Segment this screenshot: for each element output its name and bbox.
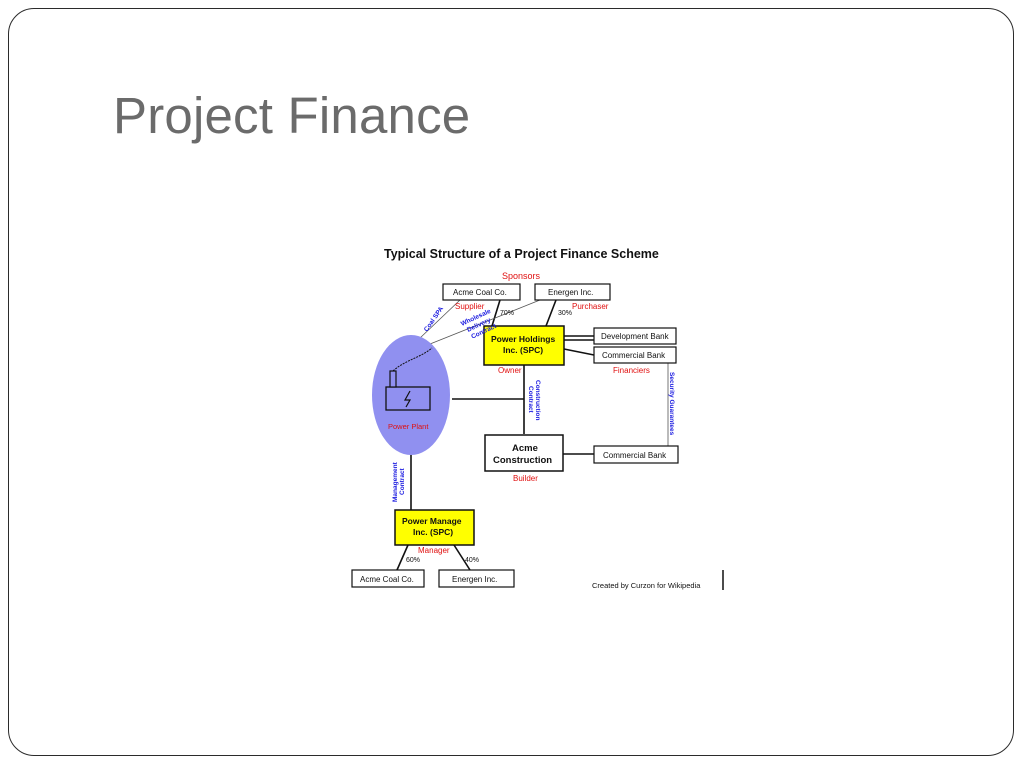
acme-construction-line2: Construction <box>493 455 552 466</box>
energen-top-box <box>534 283 611 301</box>
project-finance-diagram: Typical Structure of a Project Finance S… <box>350 240 730 592</box>
commercial-bank-top-label: Commercial Bank <box>602 351 666 360</box>
wholesale-line <box>419 299 541 349</box>
acme-to-holdings-line <box>491 299 501 327</box>
manage-to-acme-line <box>396 544 409 571</box>
owner-label: Owner <box>498 366 522 375</box>
acme-coal-bottom-box <box>351 569 425 588</box>
energen-bottom-share: 40% <box>465 557 479 564</box>
security-guarantees-label: Security Guarantees <box>668 372 675 436</box>
development-bank-label: Development Bank <box>601 332 670 341</box>
construction-line2: Contract <box>527 386 534 414</box>
diagram-svg: Typical Structure of a Project Finance S… <box>351 247 724 590</box>
construction-contract-label: Construction Contract <box>527 380 541 420</box>
credit-text: Created by Curzon for Wikipedia <box>592 581 701 590</box>
power-manage-box <box>394 509 475 546</box>
management-line1: Management <box>392 461 399 502</box>
development-bank-box <box>593 327 677 345</box>
acme-construction-line1: Acme <box>512 443 538 454</box>
manage-to-energen-line <box>453 544 471 571</box>
commercial-bank-bottom-box <box>593 445 679 464</box>
factory-icon <box>385 347 433 411</box>
acme-top-share: 70% <box>500 310 514 317</box>
management-contract-label: Management Contract <box>392 461 406 502</box>
power-holdings-line2: Inc. (SPC) <box>503 345 543 355</box>
energen-to-holdings-line <box>545 299 557 327</box>
builder-label: Builder <box>513 474 538 483</box>
supplier-label: Supplier <box>455 302 485 311</box>
coal-spa-line <box>419 299 461 339</box>
power-manage-line1: Power Manage <box>402 516 462 526</box>
holdings-comm-bank-line <box>563 348 595 356</box>
acme-bottom-share: 60% <box>406 557 420 564</box>
energen-bottom-box <box>438 569 515 588</box>
financiers-label: Financiers <box>613 366 650 375</box>
slide-title: Project Finance <box>113 87 471 144</box>
acme-coal-top-box <box>442 283 521 301</box>
energen-top-share: 30% <box>558 310 572 317</box>
purchaser-label: Purchaser <box>572 302 609 311</box>
management-line2: Contract <box>399 467 406 495</box>
commercial-bank-bottom-label: Commercial Bank <box>603 451 667 460</box>
construction-line1: Construction <box>534 380 541 420</box>
acme-coal-top-label: Acme Coal Co. <box>453 288 507 297</box>
power-holdings-box <box>483 325 565 366</box>
connector-lines <box>396 299 595 571</box>
acme-construction-box <box>484 434 564 472</box>
diagram-title: Typical Structure of a Project Finance S… <box>384 247 659 261</box>
coal-spa-label: Coal SPA <box>423 305 445 333</box>
commercial-bank-top-box <box>593 346 677 364</box>
acme-coal-bottom-label: Acme Coal Co. <box>360 575 414 584</box>
sponsors-label: Sponsors <box>502 271 541 281</box>
manager-label: Manager <box>418 546 450 555</box>
power-manage-line2: Inc. (SPC) <box>413 527 453 537</box>
power-holdings-line1: Power Holdings <box>491 334 556 344</box>
power-plant-label: Power Plant <box>388 422 429 431</box>
energen-top-label: Energen Inc. <box>548 288 593 297</box>
contract-lines <box>419 299 669 446</box>
energen-bottom-label: Energen Inc. <box>452 575 497 584</box>
